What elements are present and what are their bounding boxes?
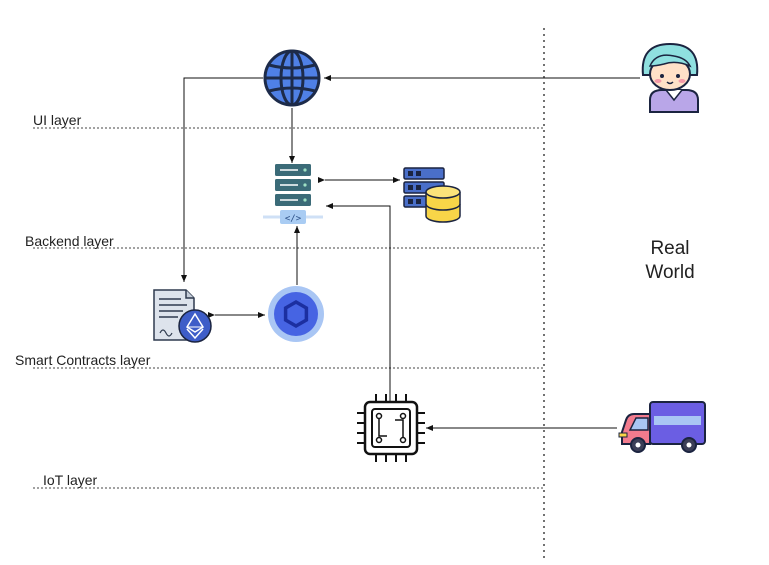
database-server-icon <box>403 167 461 223</box>
chainlink-hexagon-icon <box>268 286 324 342</box>
real-world-title-line1: Real <box>650 238 689 259</box>
svg-text:</>: </> <box>285 214 302 224</box>
globe-icon <box>263 49 321 107</box>
delivery-truck-icon <box>618 401 706 453</box>
backend-layer-label: Backend layer <box>25 233 114 249</box>
ethereum-contract-icon <box>153 289 212 343</box>
web-contract-arrow <box>181 75 270 282</box>
connectors <box>181 75 640 431</box>
chip-icon <box>357 394 425 462</box>
real-world-title-line2: World <box>645 262 694 283</box>
user-avatar-icon <box>641 42 699 113</box>
smart-contracts-layer-label: Smart Contracts layer <box>15 352 151 368</box>
iot-to-backend-arrow <box>326 203 391 402</box>
server-code-icon: </> <box>263 164 323 224</box>
iot-layer-label: IoT layer <box>43 472 98 488</box>
ui-layer-label: UI layer <box>33 112 82 128</box>
